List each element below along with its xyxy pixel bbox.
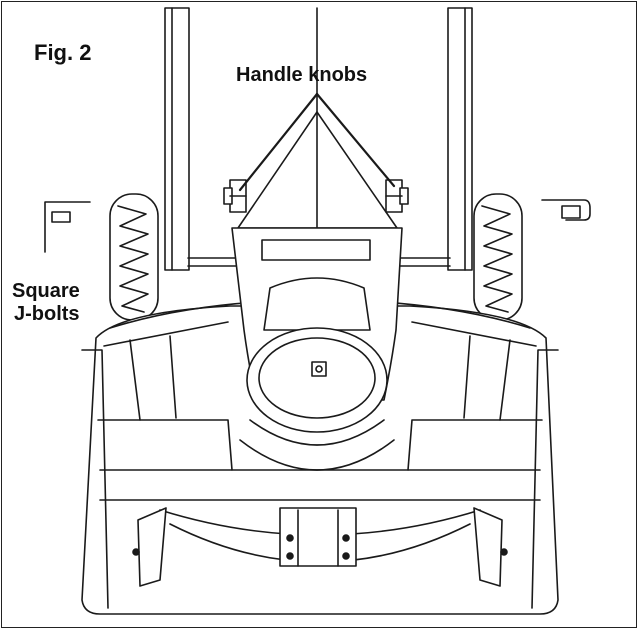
square-jbolts-line1: Square xyxy=(12,280,80,302)
handle-knob-right-icon xyxy=(385,179,409,213)
chute-panel xyxy=(237,111,398,229)
callout-leaders xyxy=(238,92,396,192)
right-wheel xyxy=(473,193,523,321)
chute-collar xyxy=(231,227,403,471)
j-bolt-right-icon xyxy=(541,199,591,221)
square-jbolts-label: Square J-bolts xyxy=(12,280,80,326)
figure-number: Fig. 2 xyxy=(34,40,92,65)
handle-knob-left-icon xyxy=(223,179,247,213)
square-jbolts-line2: J-bolts xyxy=(14,303,80,325)
handle-knobs-label: Handle knobs xyxy=(236,64,368,86)
left-wheel xyxy=(109,193,159,321)
housing xyxy=(81,299,559,615)
j-bolt-left-icon xyxy=(44,201,91,253)
auger-opening xyxy=(132,507,508,587)
